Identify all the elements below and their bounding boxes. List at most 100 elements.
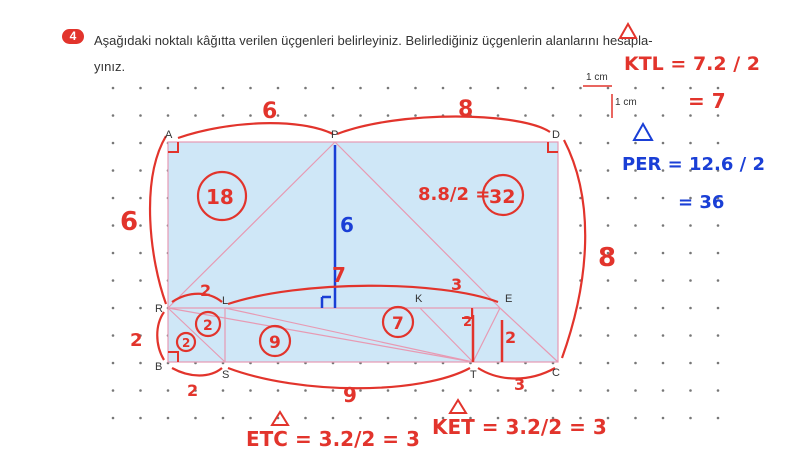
grid-dot [716,279,720,282]
grid-dot [634,416,637,420]
grid-dot [634,169,637,172]
grid-dot [414,114,417,117]
grid-dot [579,416,582,420]
point-b: B [155,361,162,373]
grid-dot [634,114,637,117]
ann-rb-len: 2 [130,330,143,351]
grid-dot [634,251,637,255]
grid-dot [551,416,555,420]
ann-tc-len: 3 [514,375,525,394]
grid-dot [249,389,252,392]
grid-dot [111,334,115,337]
grid-dot [496,86,500,90]
ann-e-height: 2 [505,328,516,347]
grid-dot [606,86,610,90]
grid-dot [661,416,665,420]
grid-dot [111,114,115,117]
grid-dot [139,306,142,310]
grid-dot [579,86,582,90]
grid-dot [441,86,445,90]
ann-top-right-len: 8 [458,97,473,122]
grid-dot [661,224,665,227]
grid-dot [689,114,692,117]
grid-dot [496,389,500,392]
grid-dot [689,196,692,200]
grid-dot [716,224,720,227]
grid-dot [359,114,362,117]
area-right-value: 32 [489,186,515,208]
grid-dot [359,416,362,420]
ann-ke-len: 3 [451,275,462,294]
grid-dot [496,114,500,117]
grid-dot [716,141,720,145]
point-c: C [552,367,560,379]
point-s: S [222,369,229,381]
point-a: A [165,129,173,141]
grid-dot [139,361,142,365]
grid-dot [414,389,417,392]
grid-dot [661,169,665,172]
grid-dot [634,306,637,310]
grid-dot [716,334,720,337]
formula-ktl: KTL = 7.2 / 2 [624,53,760,75]
grid-dot [111,86,115,90]
grid-dot [689,306,692,310]
grid-dot [689,416,692,420]
grid-dot [249,86,252,90]
grid-dot [579,196,582,200]
area-left-value: 18 [206,185,234,209]
grid-dot [111,224,115,227]
grid-dot [221,416,225,420]
grid-dot [661,114,665,117]
grid-dot [221,389,225,392]
point-r: R [155,303,163,315]
grid-dot [551,86,555,90]
grid-dot [524,114,527,117]
grid-dot [579,114,582,117]
grid-dot [606,251,610,255]
grid-dot [111,196,115,200]
ann-st-len: 9 [343,383,357,407]
grid-dot [221,114,225,117]
grid-dot [606,279,610,282]
grid-dot [111,169,115,172]
grid-dot [579,224,582,227]
grid-dot [111,416,115,420]
grid-dot [689,251,692,255]
grid-dot [661,389,665,392]
grid-dot [469,86,472,90]
grid-dot [716,169,720,172]
grid-dot [661,306,665,310]
formula-ket: KET = 3.2/2 = 3 [432,415,607,439]
question-line-1: Aşağıdaki noktalı kâğıtta verilen üçgenl… [94,33,653,48]
question-number-badge: 4 [62,29,84,44]
ann-right-len: 8 [598,243,616,273]
grid-dot [661,251,665,255]
grid-dot [634,196,637,200]
point-k: K [415,293,423,305]
grid-dot [689,279,692,282]
grid-dot [194,114,197,117]
grid-dot [441,389,445,392]
grid-dot [249,416,252,420]
grid-dot [304,389,307,392]
formula-ktl-result: = 7 [688,89,726,113]
grid-dot [551,114,555,117]
grid-dot [606,169,610,172]
ann-height-six: 6 [340,213,354,237]
grid-dot [606,416,610,420]
grid-dot [524,416,527,420]
grid-dot [139,279,142,282]
grid-dot [579,169,582,172]
grid-dot [249,114,252,117]
grid-dot [359,389,362,392]
grid-dot [139,334,142,337]
grid-dot [139,169,142,172]
grid-dot [661,196,665,200]
unit-label-horizontal: 1 cm [586,72,608,83]
grid-dot [606,141,610,145]
grid-dot [331,114,335,117]
grid-dot [139,389,142,392]
grid-dot [304,86,307,90]
circled-areas [175,170,525,358]
